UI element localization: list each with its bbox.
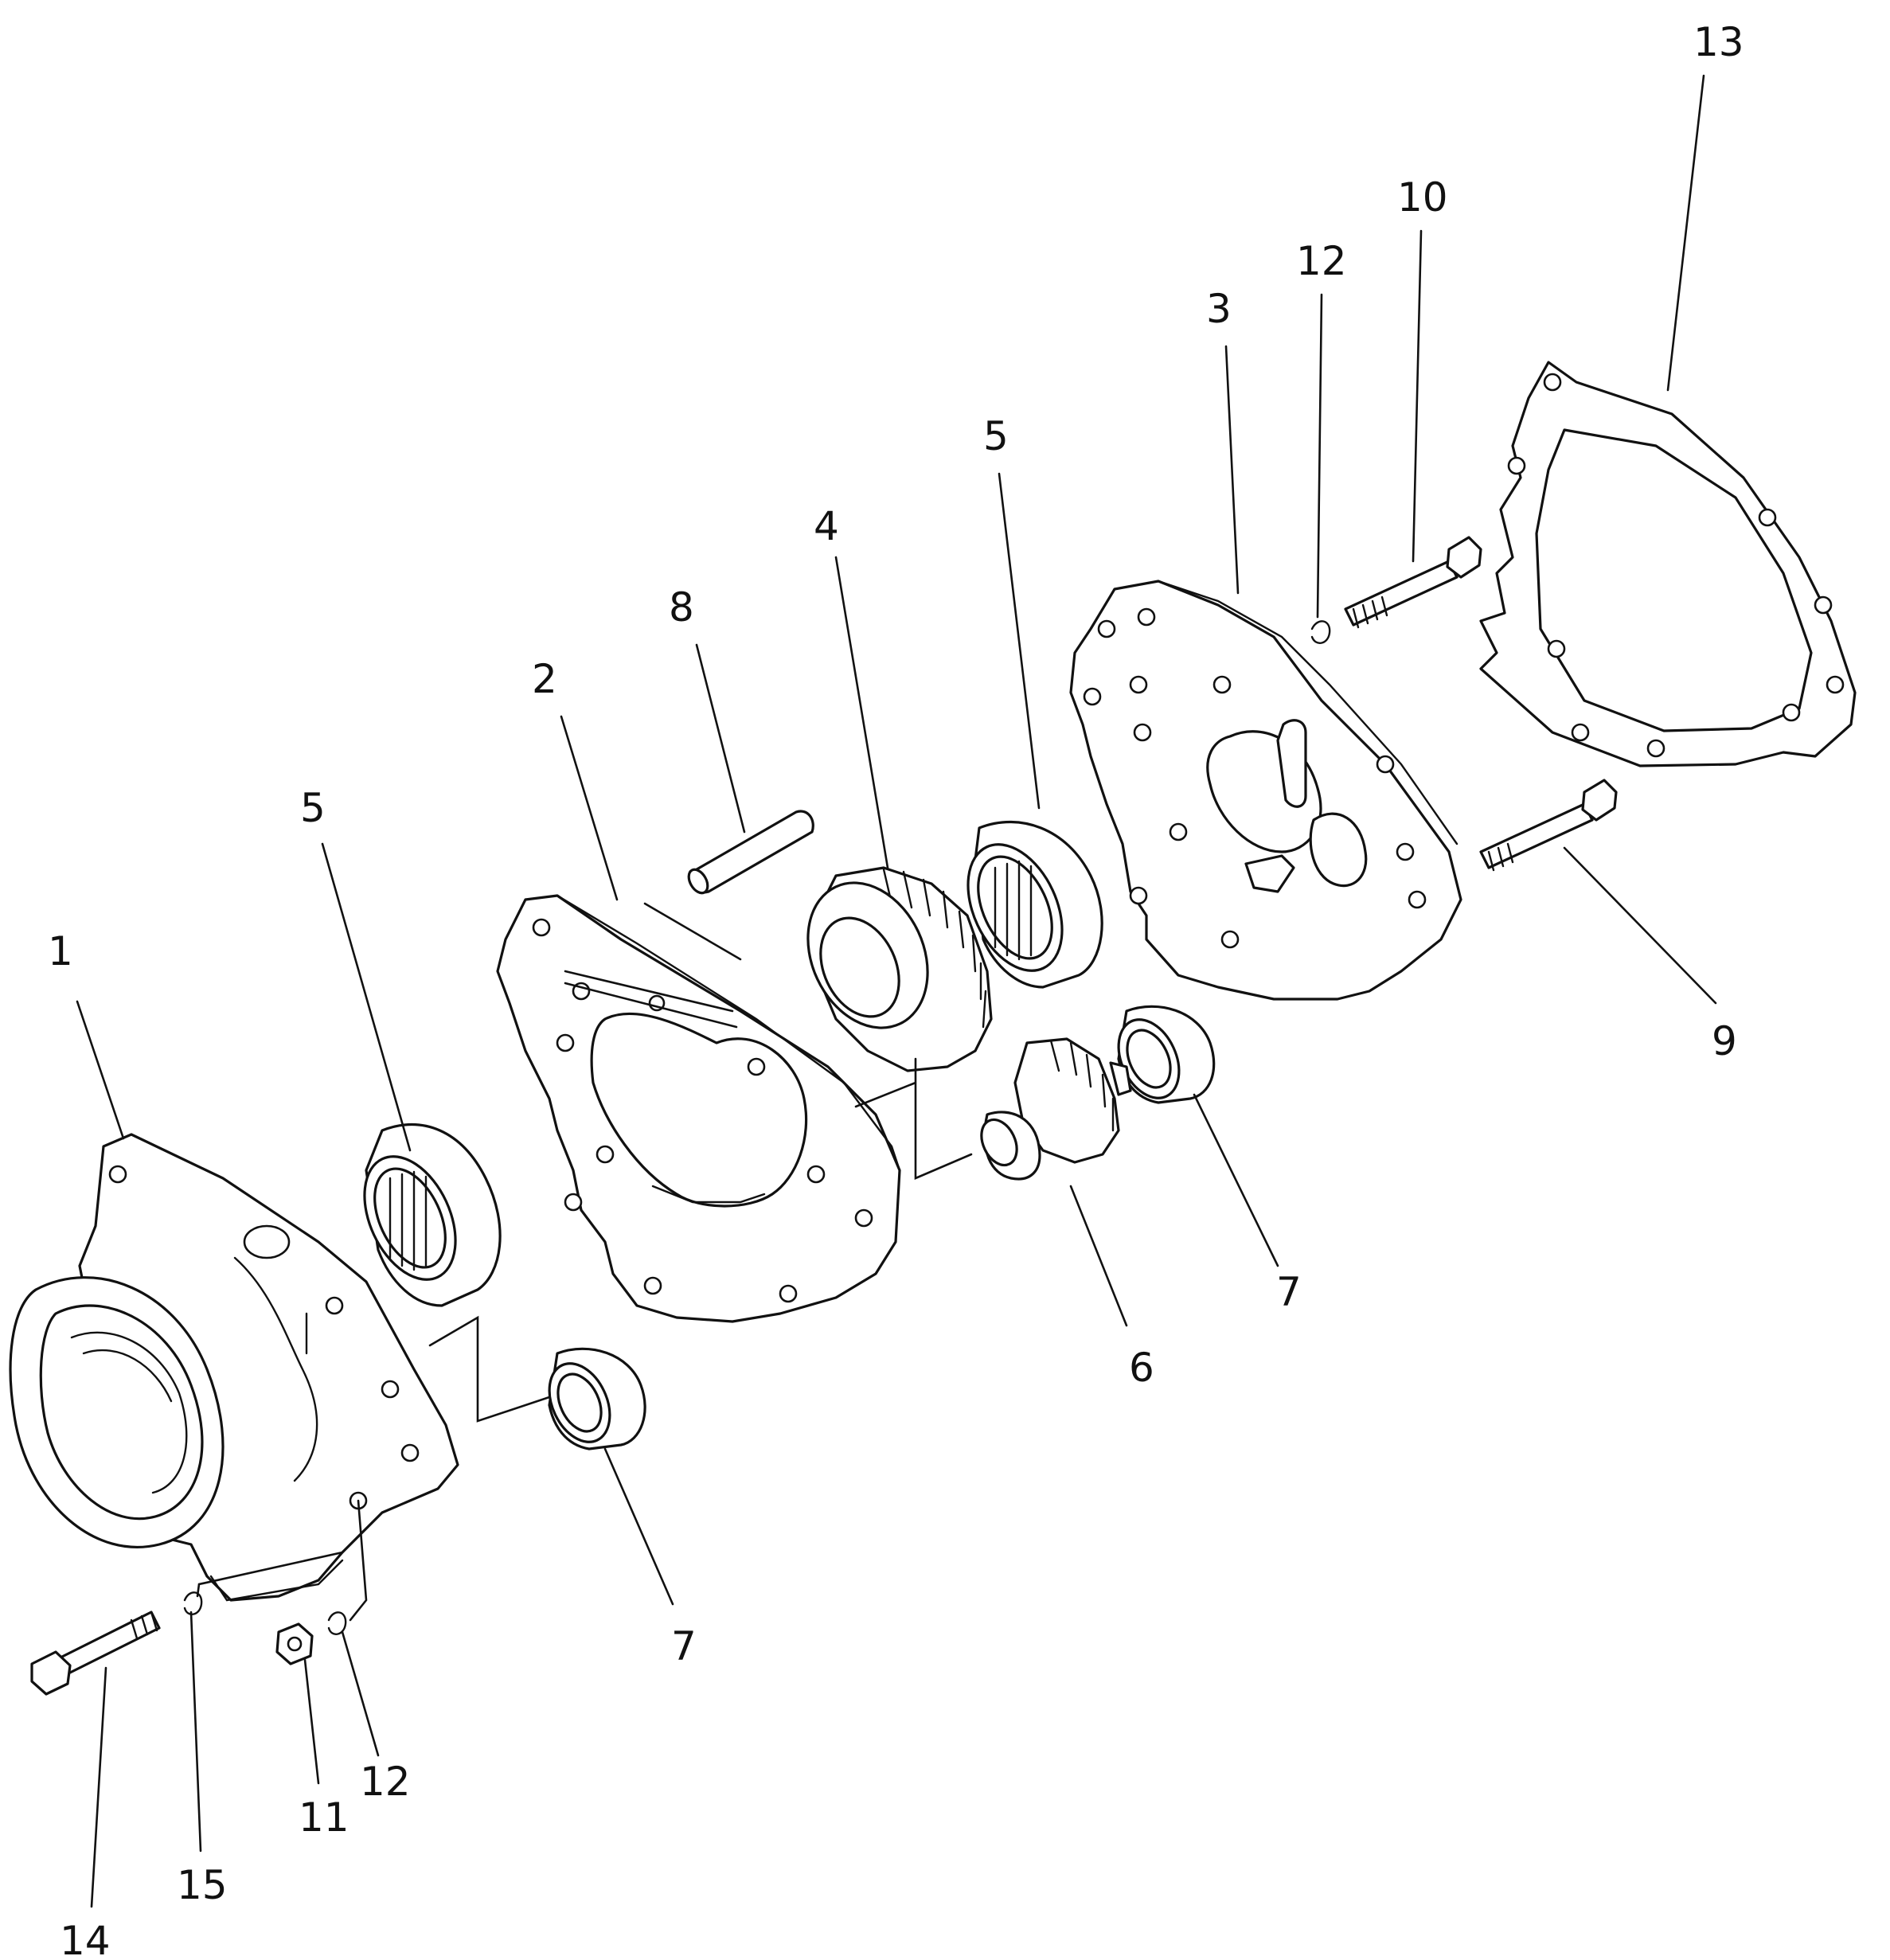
callouts: 1 2 3 4 5 5 6 7 7 8 9 10 11 12 12 13 14 … [48,19,1744,1960]
callout-12-bottom: 12 [360,1759,411,1805]
pin-part-8 [687,810,814,895]
callout-15: 15 [177,1862,228,1908]
callout-3: 3 [1206,286,1232,332]
bearing-part-5-left [363,1123,502,1307]
cover-plate-part-3 [1069,580,1462,1001]
callout-11: 11 [299,1794,349,1841]
bolt-part-10 [1344,536,1482,629]
bolt-part-14 [30,1611,161,1696]
assembly-lines [196,902,973,1622]
lock-washer-part-12-bottom [327,1611,347,1635]
callout-5-right: 5 [983,413,1009,459]
callout-7-left: 7 [671,1623,697,1669]
nut-part-11 [275,1622,314,1665]
callout-9: 9 [1712,1018,1737,1064]
callout-7-right: 7 [1276,1269,1302,1315]
housing-part-1 [9,1133,459,1602]
gear-part-4 [806,866,993,1072]
callout-6: 6 [1129,1345,1154,1391]
pump-body-part-2 [496,894,901,1323]
bearing-part-5-right [966,821,1103,989]
callout-4: 4 [814,503,839,549]
bolt-part-9 [1479,779,1618,872]
lock-washer-part-12-top [1310,620,1331,644]
callout-13: 13 [1693,19,1744,65]
callout-1: 1 [48,928,73,974]
gasket-part-13 [1479,361,1857,767]
needle-bearing-part-7-left [548,1347,646,1450]
needle-bearing-part-7-right [1117,1005,1216,1104]
leader-lines [76,74,1717,1908]
callout-12-top: 12 [1296,238,1347,284]
callout-14: 14 [60,1918,111,1960]
callout-8: 8 [669,584,694,631]
callout-10: 10 [1397,174,1448,221]
gear-part-6 [980,1037,1132,1181]
callout-2: 2 [532,656,557,702]
lock-washer-part-15 [183,1591,203,1615]
callout-5-left: 5 [300,785,326,831]
